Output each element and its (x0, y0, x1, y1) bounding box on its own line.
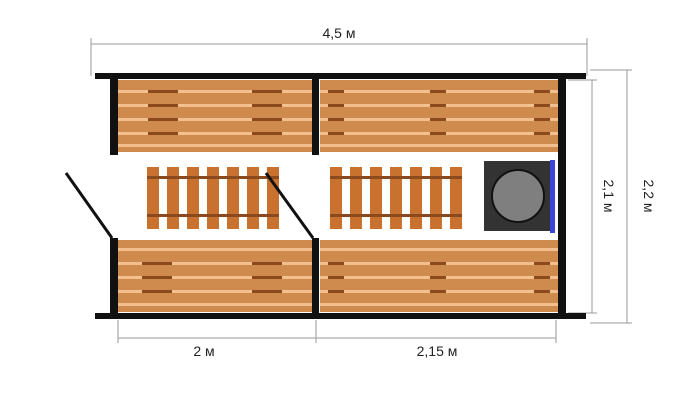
bench-top-left (118, 80, 312, 152)
floor-grate-left (147, 167, 279, 229)
bench-bottom-left (118, 240, 312, 312)
room1-length-label: 2 м (193, 343, 214, 359)
walls (95, 73, 586, 319)
entrance-door (64, 172, 114, 239)
stove (484, 160, 555, 233)
floor-grate-right (330, 167, 462, 229)
total-length-label: 4,5 м (323, 25, 356, 41)
inner-width-dimension (568, 79, 597, 314)
total-width-label: 2,2 м (641, 180, 657, 213)
total-width-dimension (590, 69, 632, 324)
bench-top-right (320, 80, 558, 152)
total-length-dimension (90, 38, 588, 76)
steam-room-door (264, 172, 315, 239)
room-length-dimensions (117, 320, 557, 343)
bench-bottom-right (320, 240, 558, 312)
inner-width-label: 2,1 м (601, 180, 617, 213)
room2-length-label: 2,15 м (417, 343, 458, 359)
